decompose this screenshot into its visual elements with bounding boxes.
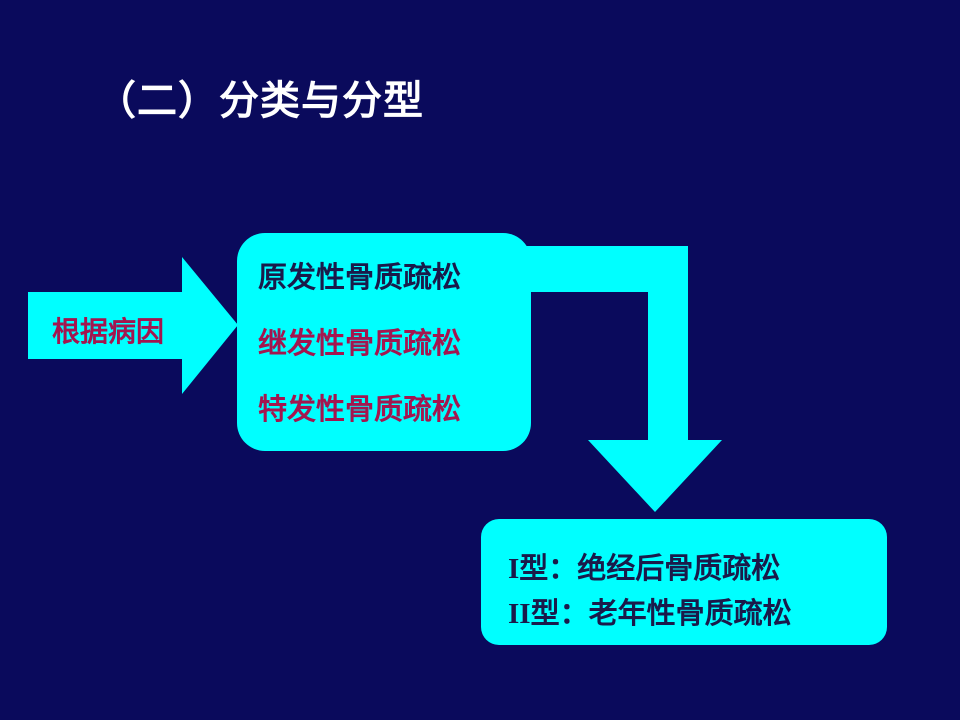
- subtype-item-2-prefix: II: [508, 598, 531, 630]
- subtype-item-2: II型：老年性骨质疏松: [508, 590, 792, 632]
- connector-arrow: [520, 246, 722, 512]
- subtype-box: [481, 519, 887, 645]
- cause-arrow: [28, 257, 238, 394]
- secondary-osteoporosis-item: 继发性骨质疏松: [258, 326, 462, 360]
- subtype-item-1-text: 型：绝经后骨质疏松: [519, 551, 781, 585]
- subtype-item-2-text: 型：老年性骨质疏松: [530, 596, 792, 630]
- primary-osteoporosis-item: 原发性骨质疏松: [258, 260, 462, 294]
- subtype-item-1: I型：绝经后骨质疏松: [508, 545, 780, 587]
- primary-box: [237, 233, 531, 451]
- cause-arrow-label: 根据病因: [52, 315, 165, 348]
- slide-title: （二）分类与分型: [96, 78, 424, 124]
- idiopathic-osteoporosis-item: 特发性骨质疏松: [258, 392, 462, 426]
- subtype-item-1-prefix: I: [508, 553, 520, 585]
